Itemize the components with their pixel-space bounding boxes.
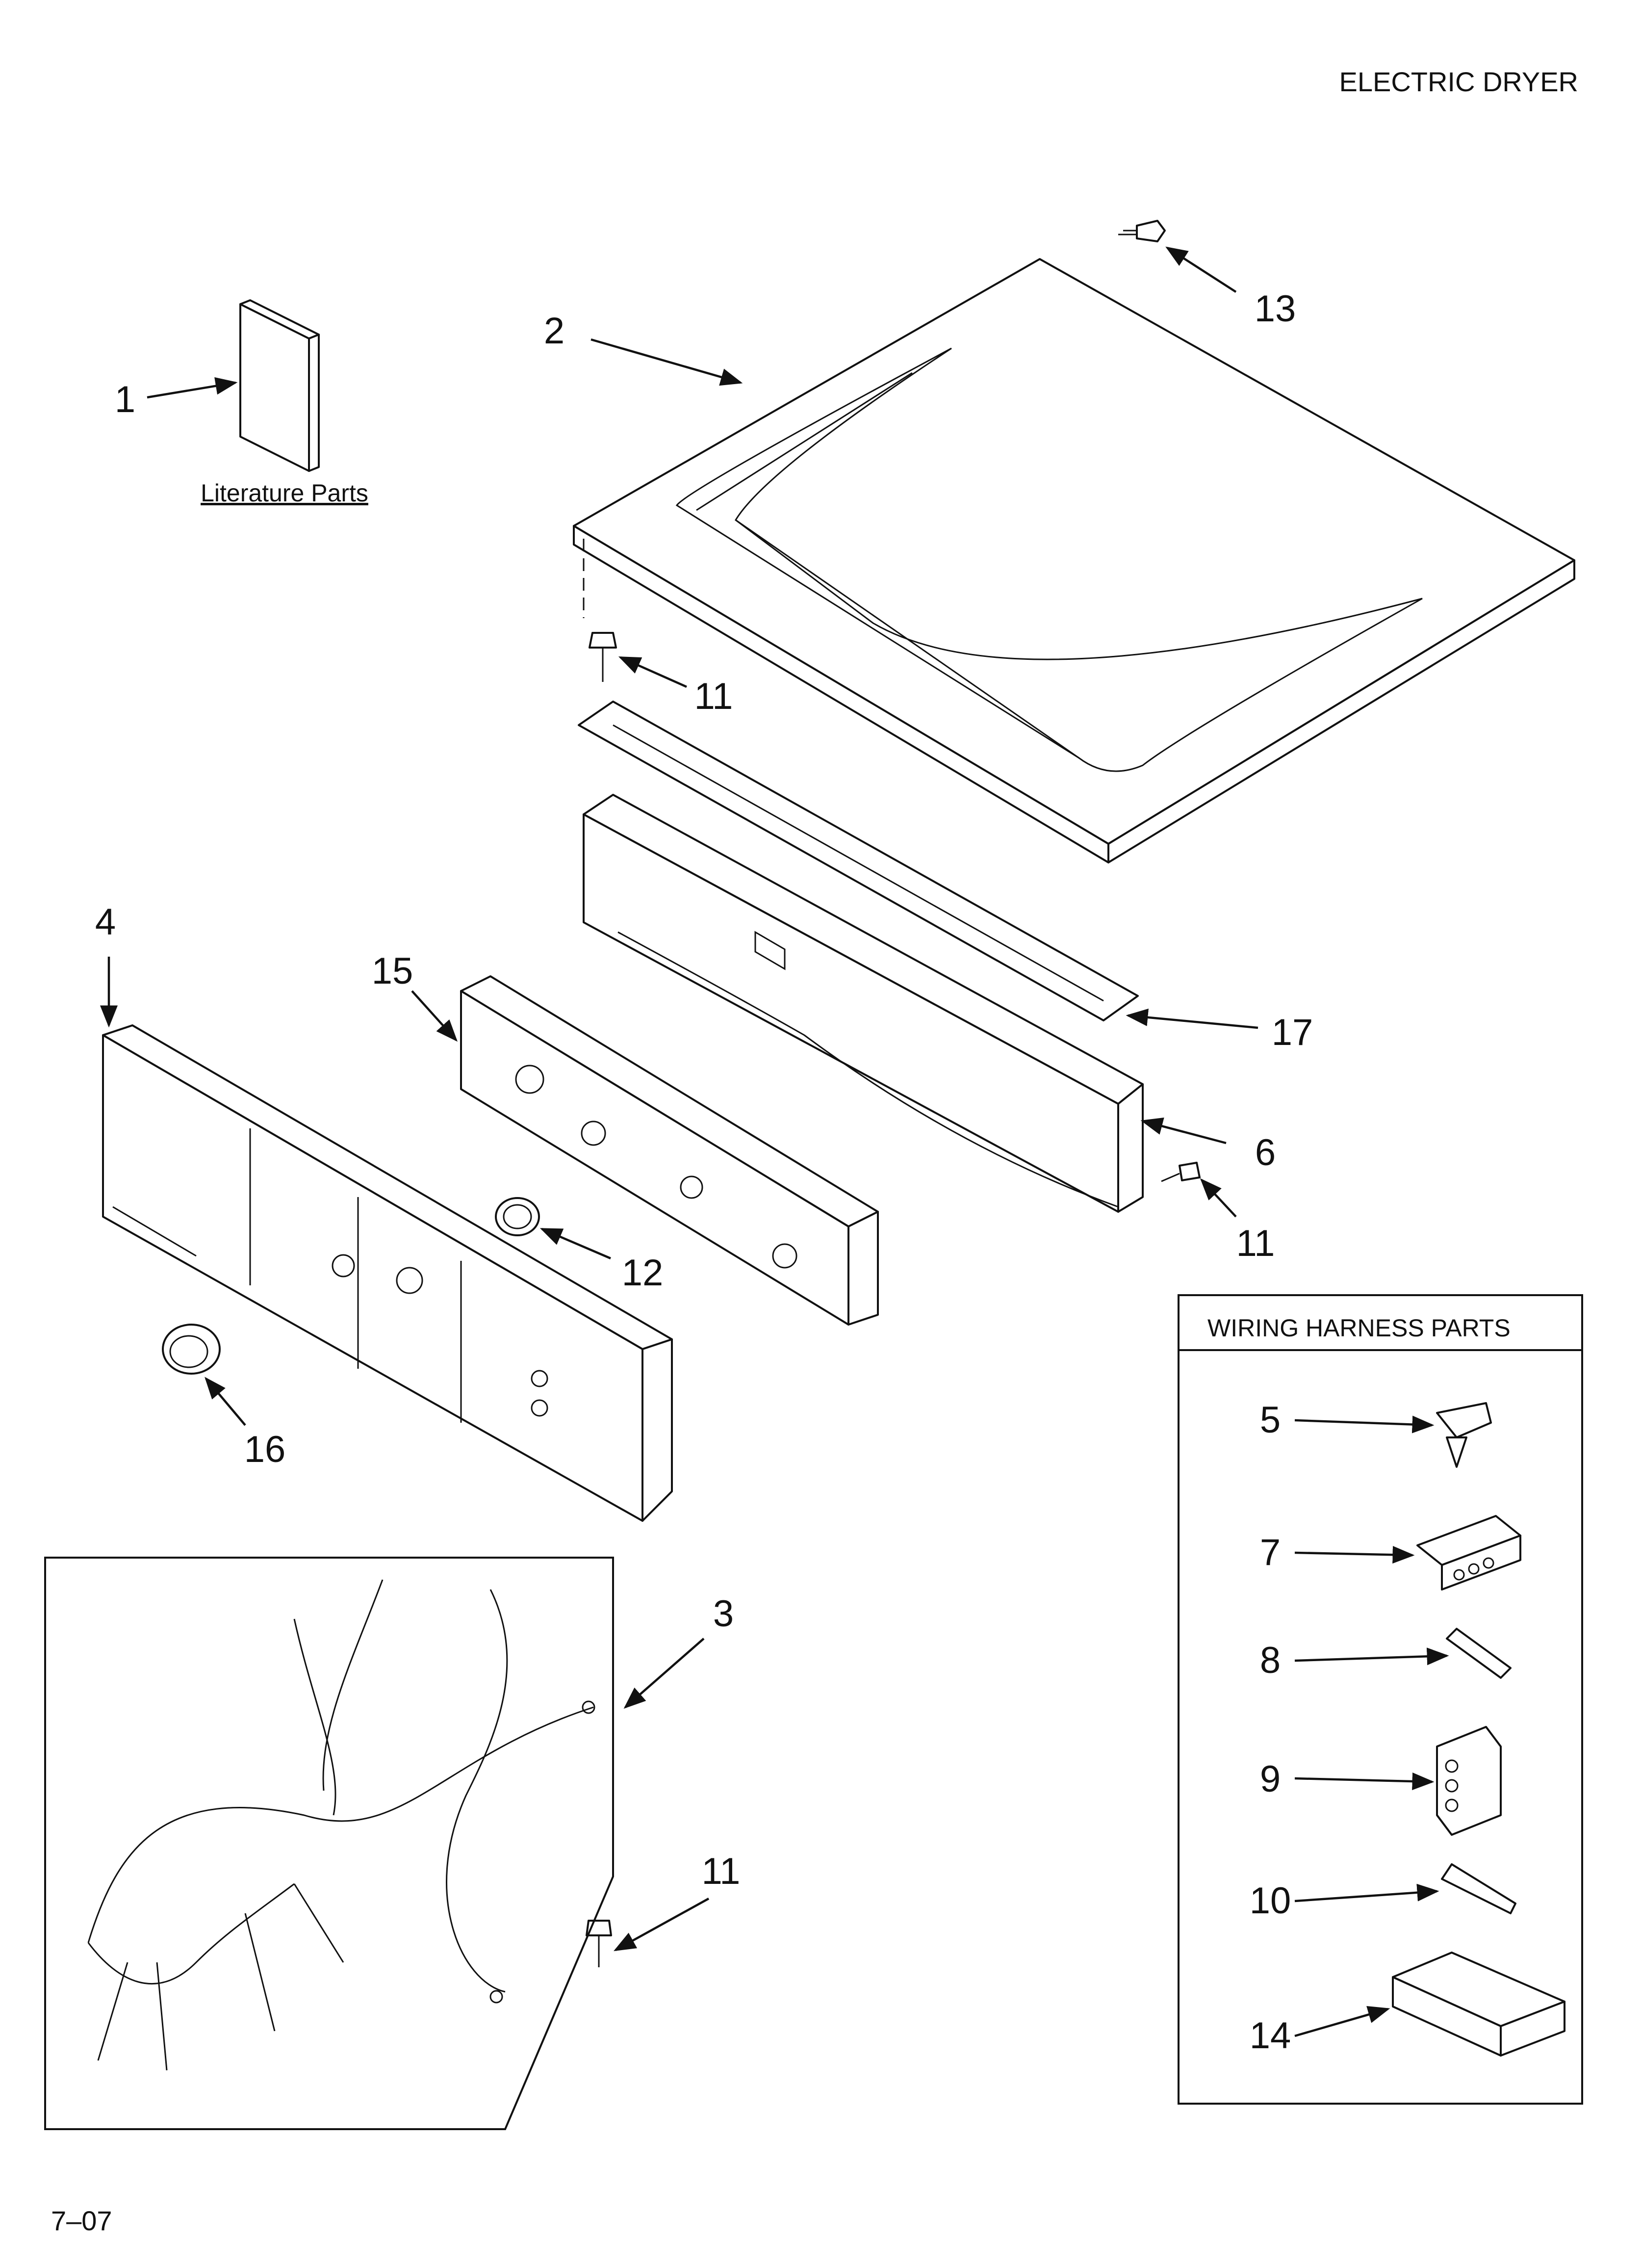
wiring-parts-title: WIRING HARNESS PARTS — [1207, 1314, 1511, 1342]
part-7-connector — [1416, 1515, 1521, 1590]
callout-2: 2 — [544, 310, 564, 352]
callout-4: 4 — [95, 901, 116, 943]
page-code: 7–07 — [51, 2205, 112, 2236]
dryer-top-panel — [573, 258, 1575, 863]
callout-8: 8 — [1260, 1640, 1281, 1681]
part-9-housing — [1436, 1726, 1502, 1836]
callout-10: 10 — [1250, 1880, 1291, 1922]
console-panel — [102, 1024, 673, 1522]
part-8-terminal — [1446, 1628, 1512, 1679]
part-10-terminal — [1441, 1863, 1516, 1914]
console-bracket — [578, 701, 1139, 1021]
callout-9: 9 — [1260, 1758, 1281, 1800]
callout-7: 7 — [1260, 1532, 1281, 1573]
control-board — [460, 975, 879, 1326]
wiring-parts-box — [1178, 1294, 1583, 2105]
screw-13 — [1118, 220, 1166, 242]
callout-15: 15 — [372, 950, 413, 992]
callout-11-top: 11 — [694, 676, 733, 717]
callout-17: 17 — [1272, 1012, 1313, 1053]
knob-12 — [495, 1197, 540, 1236]
callout-11-right: 11 — [1236, 1223, 1275, 1264]
callout-6: 6 — [1255, 1132, 1276, 1173]
console-frame — [583, 794, 1144, 1213]
part-14-block — [1392, 1952, 1565, 2057]
part-5-clip — [1436, 1402, 1492, 1468]
callout-12: 12 — [622, 1252, 664, 1294]
callout-11-bottom: 11 — [702, 1851, 741, 1892]
screw-11-right — [1161, 1162, 1201, 1182]
callout-13: 13 — [1255, 288, 1296, 330]
leader-arrows — [100, 246, 1449, 2037]
literature-booklet — [239, 299, 320, 472]
callout-16: 16 — [244, 1429, 286, 1470]
callout-5: 5 — [1260, 1399, 1281, 1441]
page-title: ELECTRIC DRYER — [1339, 66, 1578, 97]
literature-caption: Literature Parts — [201, 479, 368, 507]
wiring-harness-box — [44, 1557, 614, 2130]
callout-labels: 1 2 13 11 17 6 11 4 15 12 16 3 11 5 7 8 … — [95, 288, 1313, 2057]
callout-14: 14 — [1250, 2015, 1291, 2057]
callout-3: 3 — [713, 1593, 734, 1635]
callout-1: 1 — [115, 379, 135, 420]
screw-11-top — [589, 632, 617, 682]
knob-16 — [162, 1324, 221, 1375]
